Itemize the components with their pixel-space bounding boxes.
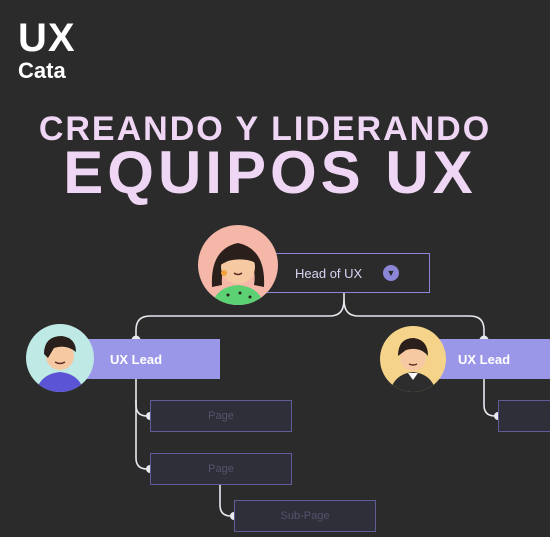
ux-lead-left-label: UX Lead xyxy=(110,351,163,367)
woman-avatar-icon xyxy=(211,243,265,305)
head-of-ux-node[interactable]: Head of UX ▼ xyxy=(262,253,430,293)
logo: UX Cata xyxy=(18,18,76,82)
page-node-1-label: Page xyxy=(208,410,234,422)
subpage-node-label: Sub-Page xyxy=(280,510,330,522)
ux-lead-right-label: UX Lead xyxy=(458,351,511,367)
chevron-down-icon[interactable]: ▼ xyxy=(383,265,399,281)
man-avatar-icon xyxy=(36,336,84,392)
headline-line-2: EQUIPOS UX xyxy=(63,139,477,206)
man-avatar-icon xyxy=(390,338,436,392)
page-node-1[interactable]: Page xyxy=(150,400,292,432)
page-node-2[interactable]: Page xyxy=(150,453,292,485)
page-node-2-label: Page xyxy=(208,463,234,475)
subpage-node[interactable]: Sub-Page xyxy=(234,500,376,532)
headline-line-1: CREANDO Y LIDERANDO xyxy=(38,110,492,148)
ux-lead-left-avatar xyxy=(26,324,94,392)
ux-lead-right-avatar xyxy=(380,326,446,392)
logo-line-1: UX xyxy=(18,16,76,60)
page-node-4[interactable] xyxy=(498,400,550,432)
head-of-ux-avatar xyxy=(198,225,278,305)
logo-line-2: Cata xyxy=(18,58,66,83)
head-of-ux-label: Head of UX xyxy=(295,265,363,281)
